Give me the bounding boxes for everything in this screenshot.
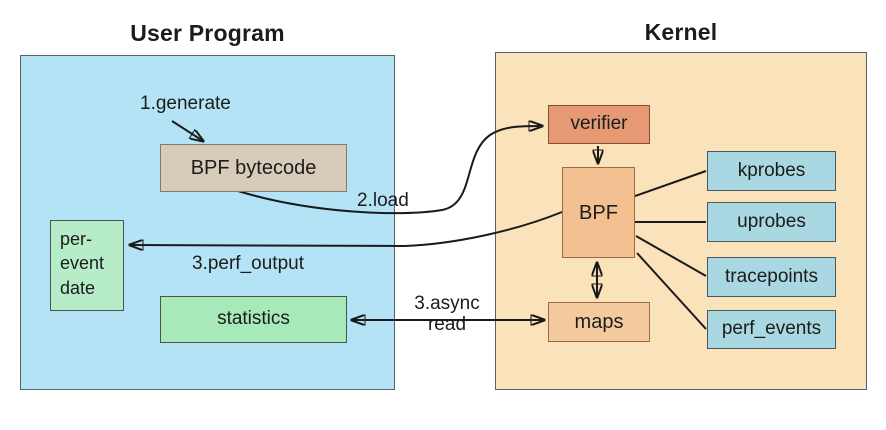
generate-arrow xyxy=(171,120,203,141)
tracepoints-node: tracepoints xyxy=(707,257,836,297)
generate-edge-label: 1.generate xyxy=(140,93,231,114)
kprobes-node: kprobes xyxy=(707,151,836,191)
bpf-tracepoints-line xyxy=(635,235,707,277)
bpf-perf-events-line xyxy=(636,252,707,330)
bpf-node: BPF xyxy=(562,167,635,258)
load-arrow xyxy=(237,126,542,215)
perf-events-node: perf_events xyxy=(707,310,836,349)
perf-output-arrow xyxy=(130,211,563,246)
bpf-bytecode-node: BPF bytecode xyxy=(160,144,347,192)
kernel-title: Kernel xyxy=(644,19,718,45)
statistics-node: statistics xyxy=(160,296,347,343)
per-event-date-node: per- event date xyxy=(50,220,124,311)
perf-output-edge-label: 3.perf_output xyxy=(192,253,304,274)
load-edge-label: 2.load xyxy=(357,190,409,211)
uprobes-node: uprobes xyxy=(707,202,836,242)
verifier-node: verifier xyxy=(548,105,650,144)
maps-node: maps xyxy=(548,302,650,342)
bpf-kprobes-line xyxy=(634,170,707,197)
async-read-edge-label: 3.async read xyxy=(414,293,480,335)
user-program-title: User Program xyxy=(130,20,285,46)
